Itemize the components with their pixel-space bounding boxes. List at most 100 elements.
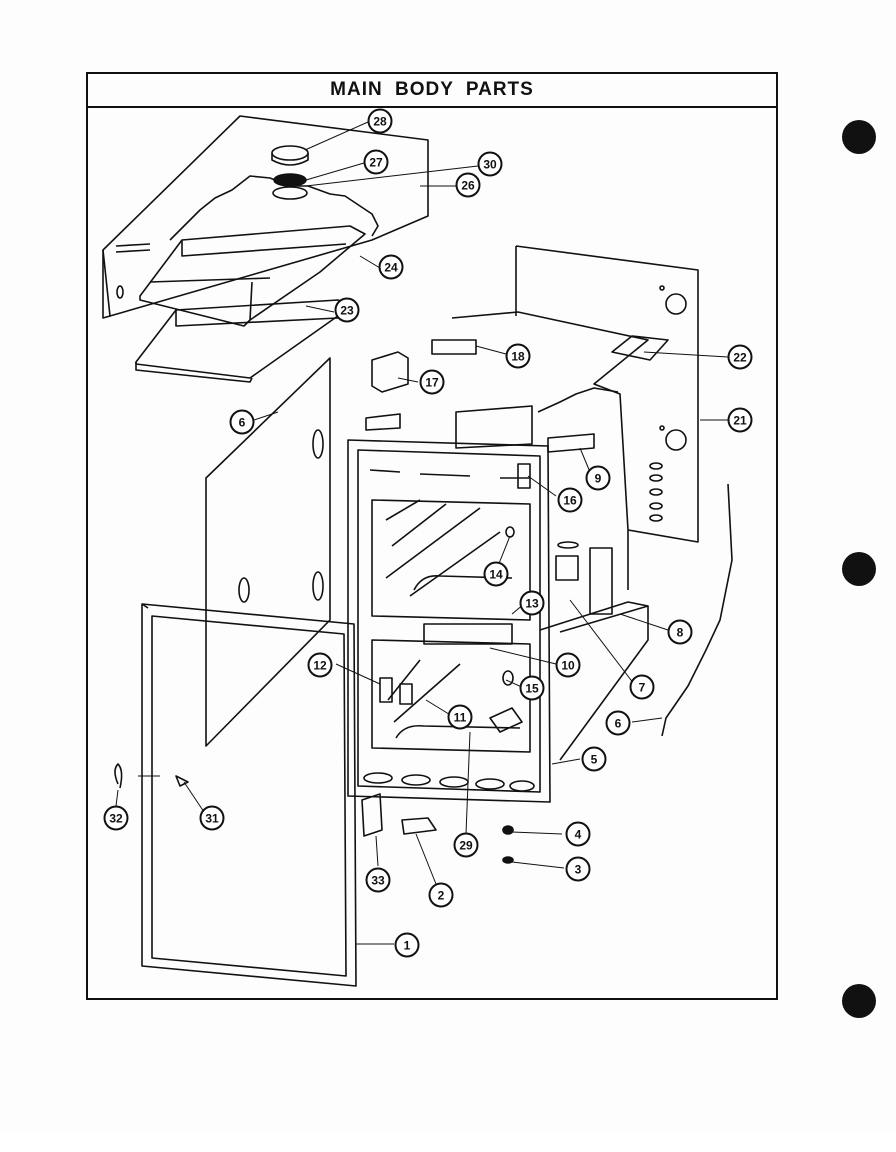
callout-c26: 26 <box>455 172 481 198</box>
callout-c27: 27 <box>363 149 389 175</box>
callout-label: 15 <box>525 682 539 696</box>
callout-c3: 3 <box>565 856 591 882</box>
callout-c9: 9 <box>585 465 611 491</box>
callout-label: 3 <box>575 863 582 877</box>
callout-circle <box>363 149 389 175</box>
part-4 <box>502 825 514 835</box>
callout-circle <box>483 561 509 587</box>
part-17 <box>371 351 409 393</box>
callout-label: 12 <box>313 659 327 673</box>
callout-c23: 23 <box>334 297 360 323</box>
callout-c18: 18 <box>505 343 531 369</box>
binder-hole-bottom <box>842 984 876 1018</box>
callout-circle <box>555 652 581 678</box>
left-side-panel <box>205 357 331 747</box>
callout-circle <box>605 710 631 736</box>
hinge-33 <box>361 793 383 837</box>
callout-label: 24 <box>384 261 398 275</box>
right-side-panel <box>451 311 663 761</box>
callout-c1: 1 <box>394 932 420 958</box>
callout-c29: 29 <box>453 832 479 858</box>
callout-label: 30 <box>483 158 497 172</box>
callout-c10: 10 <box>555 652 581 678</box>
callout-circle <box>581 746 607 772</box>
part-3 <box>502 856 514 864</box>
callout-label: 33 <box>371 874 385 888</box>
callout-label: 29 <box>459 839 473 853</box>
clip-32 <box>114 763 123 789</box>
callout-label: 14 <box>489 568 503 582</box>
diagram-frame: MAIN BODY PARTS <box>86 72 778 1000</box>
callout-label: 9 <box>595 472 602 486</box>
callout-label: 4 <box>575 828 582 842</box>
callout-circle <box>585 465 611 491</box>
callout-label: 32 <box>109 812 123 826</box>
callout-circle <box>428 882 454 908</box>
callout-circle <box>199 805 225 831</box>
callout-circle <box>365 867 391 893</box>
callout-circle <box>505 343 531 369</box>
callout-c21: 21 <box>727 407 753 433</box>
callout-c11: 11 <box>447 704 473 730</box>
callout-c13: 13 <box>519 590 545 616</box>
title-bar: MAIN BODY PARTS <box>88 74 776 108</box>
callout-label: 16 <box>563 494 577 508</box>
callout-c33: 33 <box>365 867 391 893</box>
callout-c22: 22 <box>727 344 753 370</box>
callout-c4: 4 <box>565 821 591 847</box>
callout-c6a: 6 <box>229 409 255 435</box>
callout-circle <box>367 108 393 134</box>
callout-label: 6 <box>615 717 622 731</box>
bracket-22 <box>611 335 669 361</box>
binder-hole-middle <box>842 552 876 586</box>
callout-c2: 2 <box>428 882 454 908</box>
callout-c15: 15 <box>519 675 545 701</box>
scan-bottom-edge <box>0 1130 896 1152</box>
callout-label: 1 <box>404 939 411 953</box>
callout-circle <box>419 369 445 395</box>
callout-c12: 12 <box>307 652 333 678</box>
callout-label: 31 <box>205 812 219 826</box>
callout-label: 18 <box>511 350 525 364</box>
callout-label: 5 <box>591 753 598 767</box>
callout-c8: 8 <box>667 619 693 645</box>
screw-31 <box>175 775 189 787</box>
right-edge-trim <box>661 483 733 737</box>
callout-c31: 31 <box>199 805 225 831</box>
callout-label: 22 <box>733 351 747 365</box>
bracket-18 <box>431 339 477 355</box>
callout-circle <box>519 590 545 616</box>
callout-label: 17 <box>425 376 439 390</box>
callout-circle <box>307 652 333 678</box>
door-frame <box>141 603 357 987</box>
callout-label: 21 <box>733 414 747 428</box>
callout-circle <box>378 254 404 280</box>
binder-hole-top <box>842 120 876 154</box>
callout-label: 2 <box>438 889 445 903</box>
callout-c5: 5 <box>581 746 607 772</box>
callout-circle <box>453 832 479 858</box>
oven-front-frame <box>347 439 551 803</box>
callout-circle <box>447 704 473 730</box>
callout-circle <box>394 932 420 958</box>
callout-circle <box>519 675 545 701</box>
callout-c24: 24 <box>378 254 404 280</box>
callout-label: 27 <box>369 156 383 170</box>
callout-circle <box>667 619 693 645</box>
callout-circle <box>229 409 255 435</box>
callout-c28: 28 <box>367 108 393 134</box>
callout-circle <box>727 407 753 433</box>
callout-label: 13 <box>525 597 539 611</box>
callout-circle <box>629 674 655 700</box>
callout-circle <box>727 344 753 370</box>
callout-label: 7 <box>639 681 646 695</box>
callout-c32: 32 <box>103 805 129 831</box>
callout-c14: 14 <box>483 561 509 587</box>
callout-c16: 16 <box>557 487 583 513</box>
bracket-2 <box>401 817 437 835</box>
rear-panel <box>515 245 699 543</box>
top-cover-assembly <box>102 115 429 383</box>
callout-label: 10 <box>561 659 575 673</box>
callout-c6b: 6 <box>605 710 631 736</box>
